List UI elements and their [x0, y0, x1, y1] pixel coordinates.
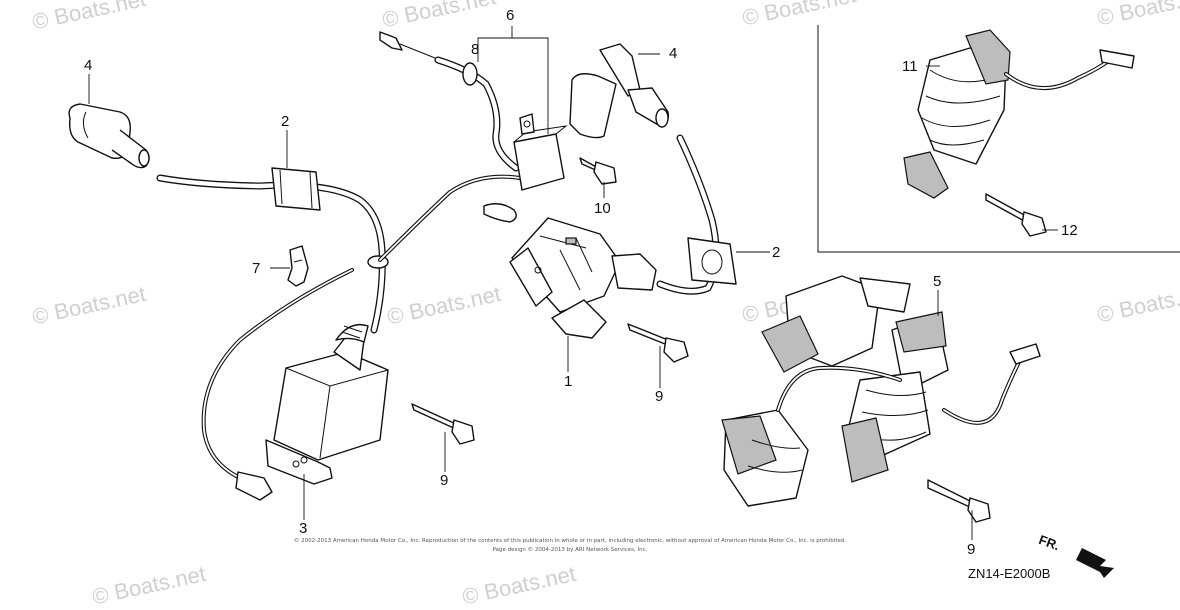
- callout-6: 6: [506, 7, 515, 24]
- callout-4-right: 4: [669, 45, 678, 62]
- ring-terminal: [483, 203, 517, 223]
- bolt-10: [579, 157, 617, 185]
- condenser-6: [513, 113, 568, 191]
- parts-diagram: © Boats.net © Boats.net © Boats.net © Bo…: [30, 0, 1180, 609]
- callout-5: 5: [933, 273, 942, 290]
- callout-7: 7: [252, 260, 261, 277]
- bolt-9-a: [627, 323, 689, 363]
- cable-grommet-left: [271, 167, 321, 211]
- front-direction-arrow-icon: [1076, 548, 1114, 578]
- spark-plug-cap-left: [68, 103, 150, 169]
- wire-terminal: [235, 471, 273, 501]
- callout-8: 8: [471, 41, 480, 58]
- bolt-12: [985, 193, 1047, 237]
- callout-10: 10: [594, 200, 611, 217]
- ignition-coil-body: [265, 323, 389, 485]
- callout-11: 11: [902, 58, 918, 75]
- ignition-lead-8: [379, 31, 520, 172]
- copyright-notice: © 2002-2013 American Honda Motor Co., In…: [170, 537, 970, 555]
- callout-2-right: 2: [772, 244, 781, 261]
- callout-2-left: 2: [281, 113, 290, 130]
- callout-3: 3: [299, 520, 308, 537]
- diagram-code: ZN14-E2000B: [968, 566, 1051, 581]
- ht-cable-left: [156, 174, 386, 334]
- lighting-coil-5: [721, 275, 1041, 507]
- callout-1: 1: [564, 373, 573, 390]
- callout-12: 12: [1061, 222, 1078, 239]
- ignition-module-1: [509, 217, 657, 339]
- bolt-9-b: [411, 403, 475, 445]
- charge-coil-11: [903, 29, 1135, 199]
- callout-9-middle: 9: [655, 388, 664, 405]
- cable-grommet-right: [687, 237, 737, 285]
- callout-9-right: 9: [967, 541, 976, 558]
- inset-frame: [817, 25, 1180, 253]
- copyright-line: © 2002-2013 American Honda Motor Co., In…: [293, 538, 847, 544]
- bolt-9-c: [927, 479, 991, 523]
- spark-plug-cap-right: [569, 43, 670, 139]
- callout-9-left: 9: [440, 472, 449, 489]
- line-art: [68, 25, 1180, 578]
- callout-4-left: 4: [84, 57, 93, 74]
- page-design-line: Page design © 2004-2013 by ARI Network S…: [492, 547, 648, 553]
- wire-clip: [287, 245, 309, 287]
- leader-lines: [88, 26, 1058, 540]
